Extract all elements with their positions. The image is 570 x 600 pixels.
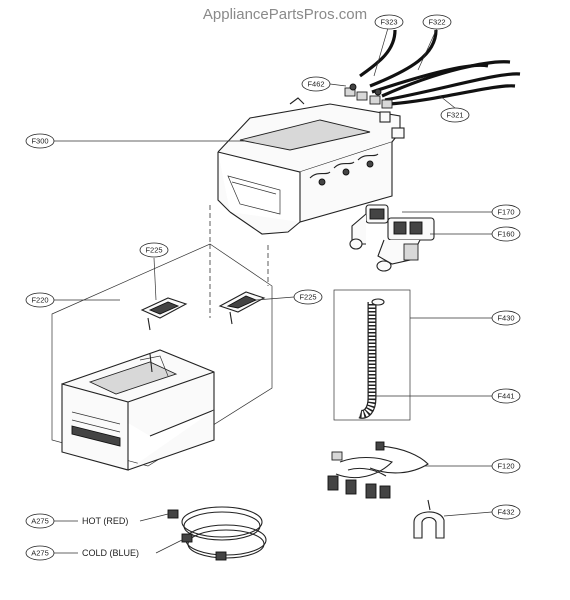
wire-harness-top <box>344 29 521 109</box>
cold-hose-caption: COLD (BLUE) <box>82 548 139 558</box>
svg-text:F160: F160 <box>497 230 514 239</box>
svg-text:F220: F220 <box>31 296 48 305</box>
drain-hose <box>333 289 411 421</box>
svg-text:A275: A275 <box>31 517 49 526</box>
part-label-f321: F321 <box>440 107 470 123</box>
svg-text:F300: F300 <box>31 137 48 146</box>
svg-text:F323: F323 <box>380 18 397 27</box>
svg-text:A275: A275 <box>31 549 49 558</box>
wire-harness-bottom <box>327 441 429 499</box>
svg-text:F225: F225 <box>299 293 316 302</box>
svg-text:F441: F441 <box>497 392 514 401</box>
drawer-assembly <box>51 205 273 471</box>
part-label-f432: F432 <box>491 504 521 520</box>
svg-text:F322: F322 <box>428 18 445 27</box>
hose-clamp <box>413 499 445 539</box>
part-label-f120: F120 <box>491 458 521 474</box>
water-valves <box>349 204 435 272</box>
svg-text:F432: F432 <box>497 508 514 517</box>
part-label-f462: F462 <box>301 76 331 92</box>
leader-lines <box>52 27 493 554</box>
hot-hose-caption: HOT (RED) <box>82 516 128 526</box>
part-label-f441: F441 <box>491 388 521 404</box>
svg-text:F170: F170 <box>497 208 514 217</box>
part-label-f220: F220 <box>25 292 55 308</box>
part-label-a275-hot: A275 <box>25 513 55 529</box>
svg-text:F430: F430 <box>497 314 514 323</box>
part-label-a275-cold: A275 <box>25 545 55 561</box>
part-label-f323: F323 <box>374 14 404 30</box>
part-label-f430: F430 <box>491 310 521 326</box>
part-label-f225-top: F225 <box>139 242 169 258</box>
part-label-f170: F170 <box>491 204 521 220</box>
svg-text:F120: F120 <box>497 462 514 471</box>
part-label-f225-right: F225 <box>293 289 323 305</box>
svg-text:F321: F321 <box>446 111 463 120</box>
svg-text:F462: F462 <box>307 80 324 89</box>
part-label-f160: F160 <box>491 226 521 242</box>
svg-text:F225: F225 <box>145 246 162 255</box>
dispenser-housing <box>217 97 405 235</box>
inlet-hoses <box>167 506 267 561</box>
part-label-f322: F322 <box>422 14 452 30</box>
watermark-text: AppliancePartsPros.com <box>203 6 367 23</box>
part-label-f300: F300 <box>25 133 55 149</box>
